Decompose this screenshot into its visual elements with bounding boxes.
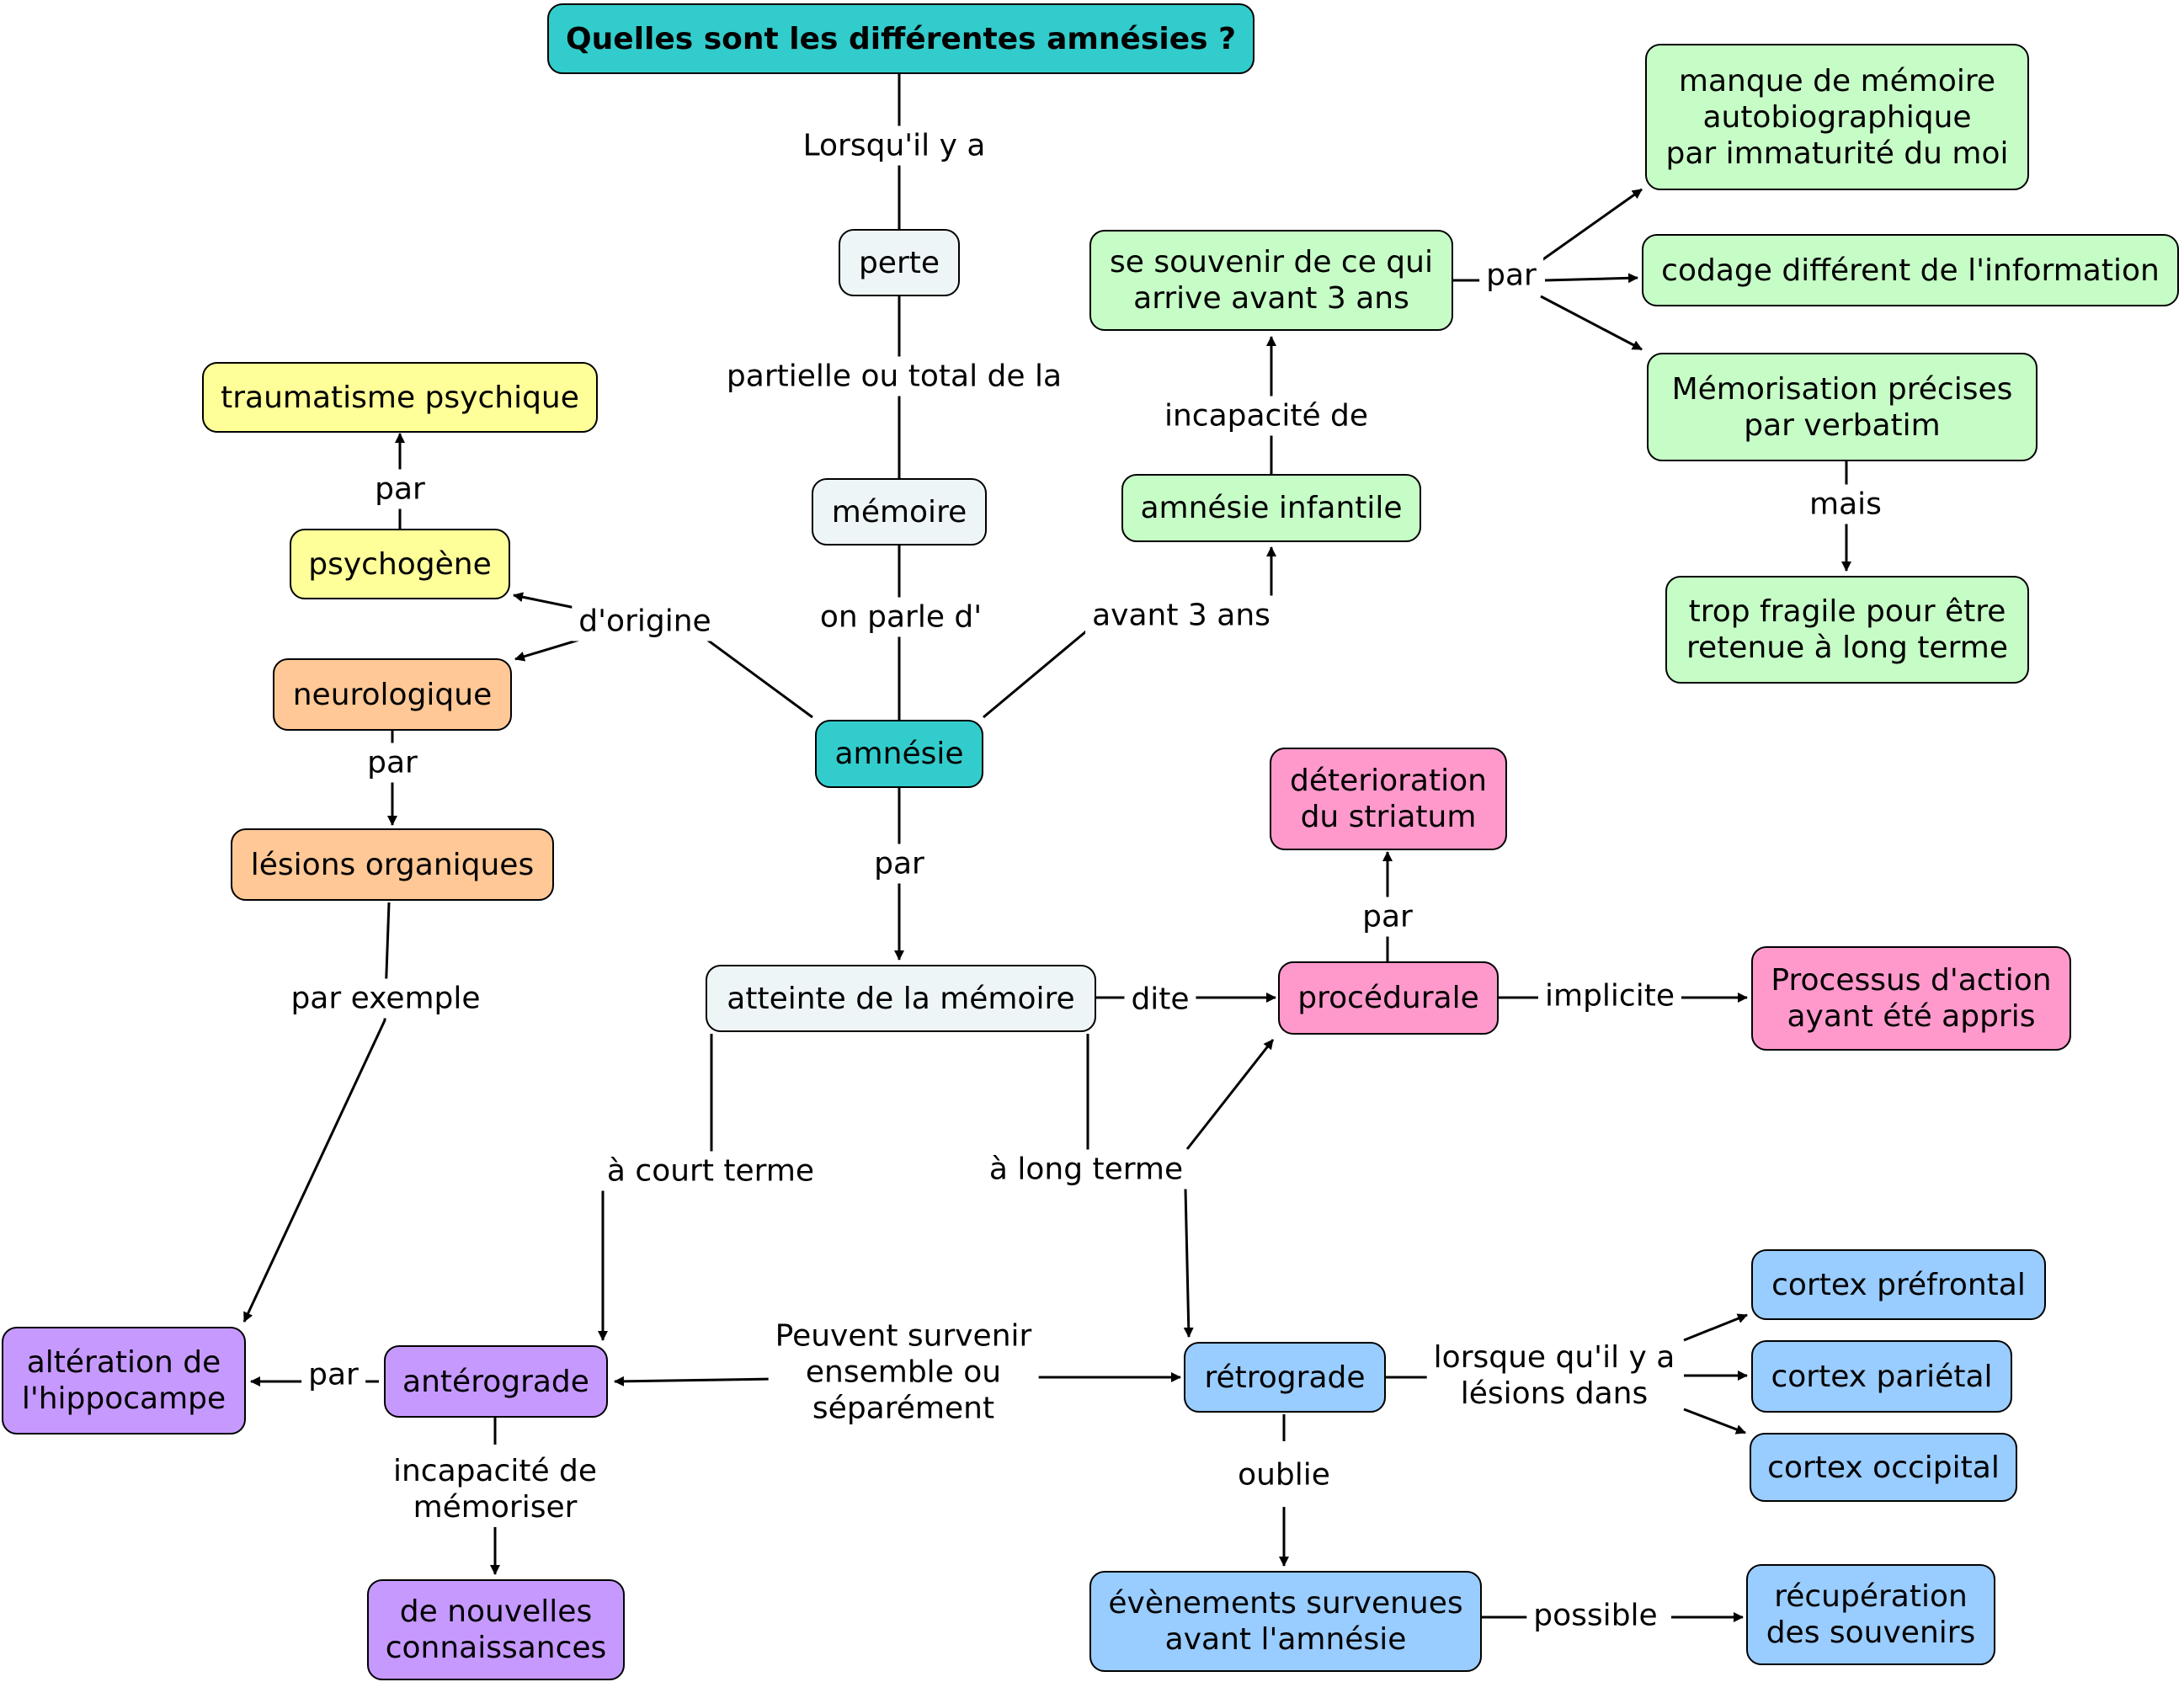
- connector-lesions-occipital: [1683, 1408, 1746, 1434]
- link-label-on-parle: on parle d': [812, 597, 989, 637]
- link-label-peuvent-survenir: Peuvent survenir ensemble ou séparément: [768, 1316, 1039, 1429]
- link-label-avant-3-ans: avant 3 ans: [1085, 595, 1277, 636]
- connector-long-retrograde: [1183, 1188, 1194, 1338]
- deterioration-node[interactable]: déterioration du striatum: [1270, 748, 1507, 850]
- link-label-par-amnesie: par: [867, 844, 931, 884]
- trop-fragile-node[interactable]: trop fragile pour être retenue à long te…: [1665, 576, 2029, 684]
- recuperation-souvenirs-node[interactable]: récupération des souvenirs: [1746, 1564, 1995, 1665]
- link-label-mais: mais: [1803, 484, 1888, 524]
- amnesie-infantile-node[interactable]: amnésie infantile: [1121, 474, 1421, 542]
- connector-lesions-prefrontal: [1683, 1313, 1748, 1342]
- connector-origine-psychogene: [513, 592, 580, 610]
- memorisation-node[interactable]: Mémorisation précises par verbatim: [1647, 353, 2038, 461]
- neurologique-node[interactable]: neurologique: [273, 658, 512, 731]
- atteinte-memoire-node[interactable]: atteinte de la mémoire: [706, 965, 1096, 1032]
- link-label-par-anterograde: par: [301, 1355, 365, 1395]
- alteration-hippocampe-node[interactable]: altération de l'hippocampe: [2, 1327, 246, 1434]
- evenements-node[interactable]: évènements survenues avant l'amnésie: [1089, 1571, 1482, 1672]
- retrograde-node[interactable]: rétrograde: [1184, 1342, 1386, 1413]
- main-question-node[interactable]: Quelles sont les différentes amnésies ?: [547, 3, 1254, 74]
- link-label-long-terme: à long terme: [982, 1149, 1191, 1190]
- manque-memoire-node[interactable]: manque de mémoire autobiographique par i…: [1645, 44, 2029, 190]
- memoire-node[interactable]: mémoire: [812, 478, 987, 546]
- link-label-court-terme: à court terme: [599, 1151, 822, 1191]
- cortex-occipital-node[interactable]: cortex occipital: [1750, 1433, 2017, 1502]
- processus-action-node[interactable]: Processus d'action ayant été appris: [1751, 946, 2071, 1051]
- cortex-prefrontal-node[interactable]: cortex préfrontal: [1751, 1249, 2046, 1320]
- perte-node[interactable]: perte: [839, 229, 960, 296]
- link-label-par-souvenir: par: [1479, 255, 1543, 295]
- link-label-incapacite-de: incapacité de: [1157, 396, 1376, 436]
- connector-long-procedurale: [1185, 1039, 1275, 1150]
- link-label-incapacite-memoriser: incapacité de mémoriser: [386, 1451, 605, 1527]
- link-label-oublie: oublie: [1231, 1455, 1337, 1495]
- link-label-dite: dite: [1124, 979, 1196, 1019]
- link-label-partielle: partielle ou total de la: [719, 356, 1069, 397]
- souvenir-avant-3-ans-node[interactable]: se souvenir de ce qui arrive avant 3 ans: [1089, 230, 1453, 331]
- cortex-parietal-node[interactable]: cortex pariétal: [1751, 1340, 2012, 1413]
- link-label-par-neurologique: par: [360, 743, 424, 783]
- amnesie-node[interactable]: amnésie: [815, 720, 983, 788]
- link-label-possible: possible: [1526, 1595, 1665, 1636]
- connector-par-manque: [1540, 188, 1643, 263]
- link-label-par-procedurale: par: [1356, 897, 1420, 937]
- link-label-par-psychogene: par: [368, 469, 432, 509]
- connector-amnesie-origine: [706, 638, 813, 719]
- connector-par-memorisation: [1540, 295, 1643, 351]
- lesions-organiques-node[interactable]: lésions organiques: [231, 828, 554, 901]
- procedurale-node[interactable]: procédurale: [1278, 961, 1499, 1035]
- codage-node[interactable]: codage différent de l'information: [1642, 234, 2179, 306]
- connector-lesions-alteration: [242, 902, 391, 1323]
- link-label-par-exemple: par exemple: [284, 978, 487, 1019]
- connector-par-codage: [1544, 273, 1638, 284]
- link-label-implicite: implicite: [1538, 976, 1681, 1016]
- connector-amnesie-infantile: [983, 630, 1087, 719]
- connector-origine-neurologique: [514, 638, 580, 662]
- link-label-dorigine: d'origine: [572, 601, 718, 641]
- link-label-lorsquil: Lorsqu'il y a: [796, 125, 993, 166]
- psychogene-node[interactable]: psychogène: [290, 529, 510, 599]
- link-label-lorsque-lesions: lorsque qu'il y a lésions dans: [1426, 1338, 1682, 1413]
- nouvelles-connaissances-node[interactable]: de nouvelles connaissances: [367, 1579, 625, 1680]
- traumatisme-node[interactable]: traumatisme psychique: [202, 362, 598, 433]
- anterograde-node[interactable]: antérograde: [384, 1345, 608, 1418]
- connector-peuvent-anterograde: [614, 1376, 774, 1387]
